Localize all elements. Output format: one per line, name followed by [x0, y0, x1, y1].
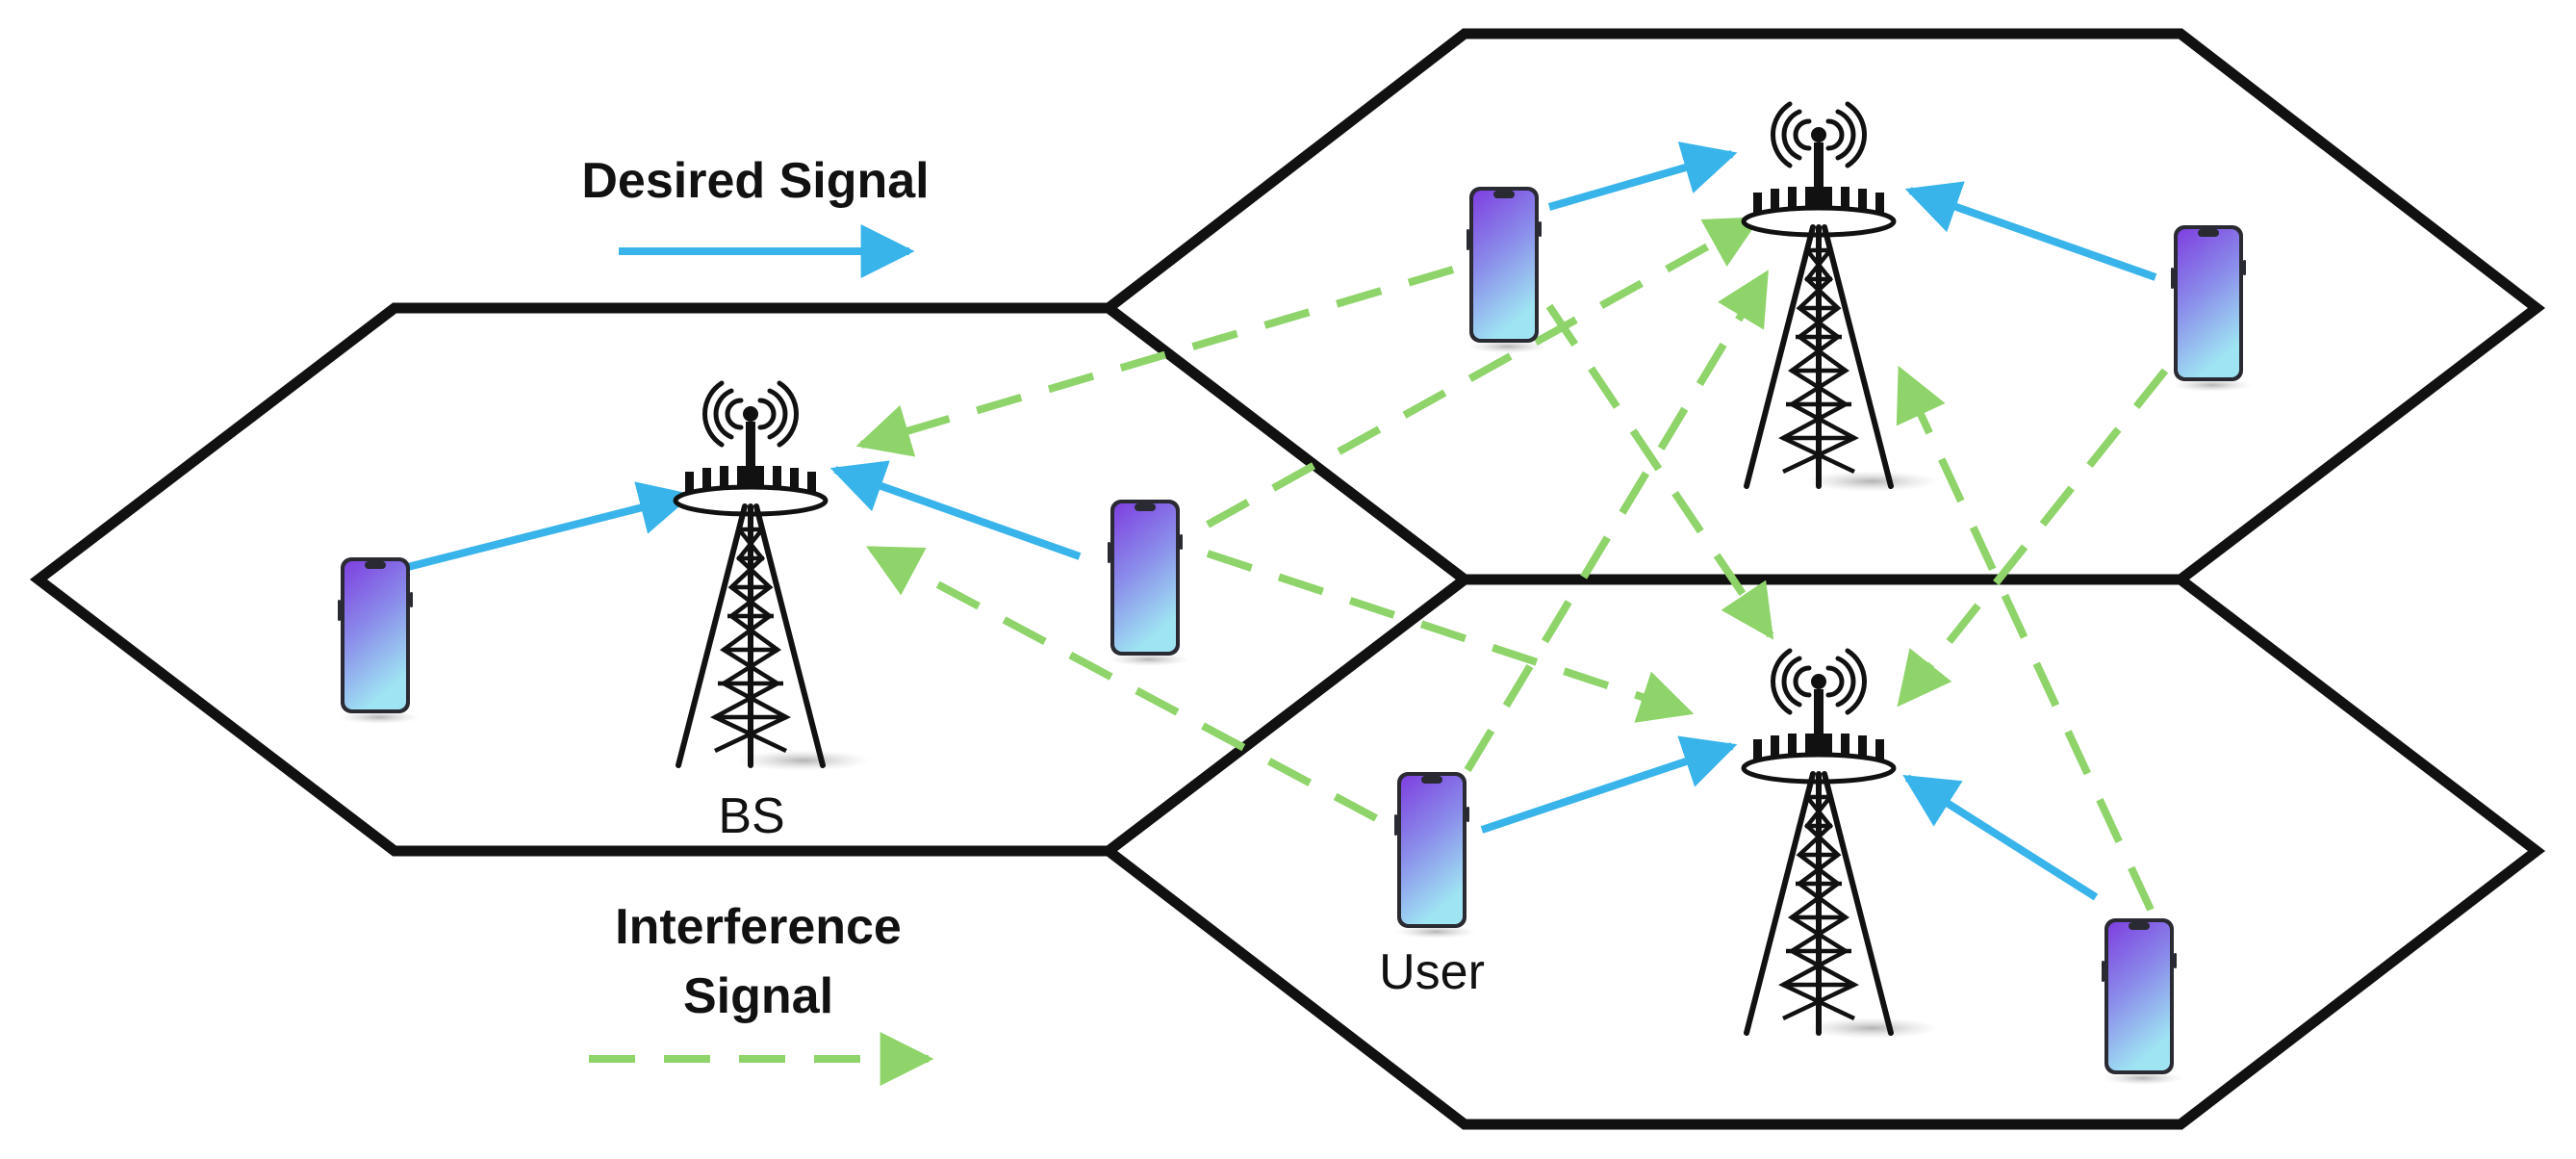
desired-arrow [1547, 142, 1738, 211]
interference-arrow [1464, 270, 1770, 773]
legend: Desired Signal Interference Signal [581, 153, 934, 1086]
cell-tower-icon [676, 383, 871, 771]
interference-arrow [855, 266, 1455, 457]
desired-arrow [1902, 774, 2099, 901]
cell-tower-icon [1744, 651, 1939, 1039]
interference-signals [855, 216, 2169, 912]
legend-desired-label: Desired Signal [581, 153, 929, 209]
cell-tower-icon [1744, 104, 1939, 492]
smartphone-icon [2171, 225, 2253, 392]
user-label: User [1379, 944, 1485, 1000]
desired-arrow [1480, 735, 1738, 834]
interference-arrow [1206, 216, 1761, 528]
cell-bottom-right [1099, 574, 2546, 1130]
desired-arrow [1904, 181, 2157, 281]
smartphone-icon [2102, 918, 2183, 1085]
desired-arrow [403, 481, 694, 572]
bs-label: BS [718, 788, 784, 844]
desired-signals [403, 142, 2157, 901]
desired-arrow [829, 460, 1082, 560]
interference-arrow [1897, 368, 2169, 708]
interference-arrow [866, 545, 1378, 822]
smartphone-icon [1467, 187, 1548, 353]
smartphone-icon [338, 557, 420, 724]
smartphone-icon [1108, 500, 1189, 666]
interference-arrow [1896, 365, 2155, 912]
legend-interference-label-2: Signal [683, 968, 833, 1024]
legend-interference-label: Interference [615, 899, 902, 955]
interference-arrow [1545, 303, 1774, 640]
smartphone-icon [1394, 772, 1476, 939]
interference-arrow [1206, 550, 1695, 723]
cell-borders [29, 28, 2546, 1130]
